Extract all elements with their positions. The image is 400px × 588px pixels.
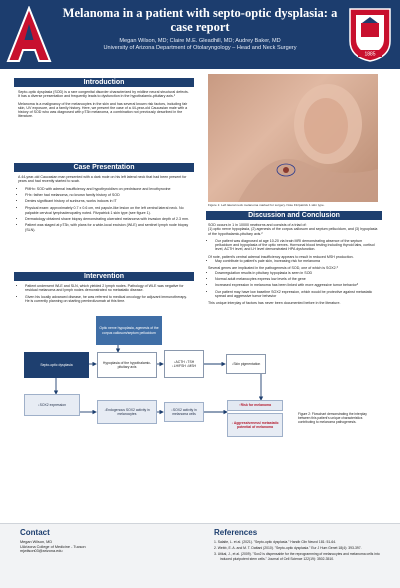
flow-septo-optic-dysplasia: Septo-optic dysplasia <box>24 352 89 378</box>
list-item: Denies significant history of sunburns, … <box>25 199 190 203</box>
author-list: Megan Wilson, MD; Claire M.E. Gleadhill,… <box>119 38 281 44</box>
reference-item: 2. Webb, E. A. and M. T. Dattani (2010).… <box>214 546 362 551</box>
discussion-paragraph-2: Of note, patient's central adrenal insuf… <box>208 254 354 259</box>
list-item: Given his locally advanced disease, he w… <box>25 295 190 304</box>
flow-optic-nerve-hypoplasia: Optic nerve hypoplasia, agenesis of the … <box>96 316 162 345</box>
list-item: May contribute to patient's pale skin, i… <box>215 259 380 263</box>
university-seal-icon: 1885 <box>349 8 391 62</box>
case-paragraph-1: A 44-year-old Caucasian man presented wi… <box>18 175 187 184</box>
reference-item: 3. Utikal, J., et al. (2009). "Sox2 is d… <box>214 552 380 561</box>
affiliation: University of Arizona Department of Otol… <box>103 45 297 52</box>
discussion-paragraph-3: Several genes are implicated in the path… <box>208 266 338 271</box>
seal-year: 1885 <box>364 52 375 58</box>
references-heading: References <box>214 528 258 537</box>
authors-block: Megan Wilson, MD; Claire M.E. Gleadhill,… <box>58 38 342 53</box>
case-history-list: PMHx: SOD with adrenal insufficiency and… <box>18 187 190 204</box>
flow-sox2-expression: ↓SOX2 expression <box>24 394 80 416</box>
contact-email[interactable]: mjwilson03@arizona.edu <box>20 549 63 554</box>
discussion-list-2: May contribute to patient's pale skin, i… <box>208 259 380 263</box>
discussion-list-1: Our patient was diagnosed at age 10-20 v… <box>208 239 380 252</box>
intervention-list: Patient underwent WLE and SLN, which yie… <box>18 284 190 303</box>
flow-aggressiveness: ↓ Aggressiveness/ metastatic potential o… <box>227 413 283 437</box>
discussion-paragraph-4: This unique interplay of factors has nev… <box>208 301 341 306</box>
university-logo-icon <box>6 6 52 62</box>
case-findings-list: Physical exam: approximately 0.7 x 0.6 c… <box>18 206 190 231</box>
figure-2-caption: Figure 2: Flowchart demonstrating the in… <box>298 411 367 425</box>
introduction-heading: Introduction <box>14 78 194 87</box>
reference-item: 1. Salaite, L. et al. (2021). "Septo-opt… <box>214 540 337 544</box>
discussion-text: SOD occurs in 1 in 10000 newborns and co… <box>208 223 380 308</box>
intervention-heading: Intervention <box>14 272 194 281</box>
list-item: Increased expression in melanoma has bee… <box>215 283 380 287</box>
intervention-text: Patient underwent WLE and SLN, which yie… <box>18 284 190 306</box>
list-item: PMHx: SOD with adrenal insufficiency and… <box>25 187 190 191</box>
contact-info: Megan Wilson, MD UArizona College of Med… <box>20 540 170 554</box>
flowchart: Septo-optic dysplasia Optic nerve hypopl… <box>20 312 382 447</box>
flow-endogenous-sox2: ↓Endogenous SOX2 activity in melanocytes <box>97 400 157 424</box>
intro-paragraph-1: Septo-optic dysplasia (SOD) is a rare co… <box>18 90 189 99</box>
contact-name: Megan Wilson, MD <box>20 540 53 544</box>
list-item: Normal adult melanocytes express low lev… <box>215 277 380 281</box>
poster-title: Melanoma in a patient with septo-optic d… <box>62 6 338 34</box>
list-item: Our patient was diagnosed at age 10-20 v… <box>215 239 380 252</box>
flow-risk-melanoma: ↑Risk for melanoma <box>227 400 283 411</box>
contact-org: UArizona College of Medicine - Tucson <box>20 544 86 549</box>
header-banner: Melanoma in a patient with septo-optic d… <box>0 0 400 69</box>
discussion-heading: Discussion and Conclusion <box>206 211 382 220</box>
list-item: FHx: father had melanoma, no known famil… <box>25 193 190 197</box>
discussion-triad: (1) optic nerve hypoplasia, (2) agenesis… <box>208 227 378 236</box>
discussion-paragraph-1: SOD occurs in 1 in 10000 newborns and co… <box>208 223 307 227</box>
flow-hormones: ↓ACTH ↓TSH ↓LH/FSH ↓MSH <box>164 350 204 378</box>
flow-sox2-melanoma-cells: ↓SOX2 activity in melanoma cells <box>164 402 204 422</box>
introduction-text: Septo-optic dysplasia (SOD) is a rare co… <box>18 90 190 122</box>
flow-hpa-hypoplasia: Hypoplasia of the hypothalamic-pituitary… <box>97 352 157 378</box>
intro-paragraph-2: Melanoma is a malignancy of the melanocy… <box>18 101 188 119</box>
list-item: Our patient may have low baseline SOX2 e… <box>215 290 380 299</box>
contact-heading: Contact <box>20 528 50 537</box>
case-presentation-text: A 44-year-old Caucasian man presented wi… <box>18 175 190 235</box>
references-list: 1. Salaite, L. et al. (2021). "Septo-opt… <box>214 540 384 563</box>
list-item: Downregulation results in pituitary hypo… <box>215 271 380 275</box>
flow-skin-pigmentation: ↓Skin pigmentation <box>226 354 266 374</box>
figure-1-caption: Figure 1: Left lateral neck melanoma mar… <box>208 203 325 207</box>
neck-photo-icon <box>238 84 378 202</box>
footer: Contact Megan Wilson, MD UArizona Colleg… <box>0 523 400 588</box>
flowchart-arrows <box>53 345 264 415</box>
discussion-list-3: Downregulation results in pituitary hypo… <box>208 271 380 298</box>
figure-1-photo <box>208 74 378 202</box>
case-presentation-heading: Case Presentation <box>14 163 194 172</box>
list-item: Dermatology obtained shave biopsy demons… <box>25 217 190 221</box>
list-item: Patient was staged at pT3b, with plans f… <box>25 223 190 232</box>
list-item: Patient underwent WLE and SLN, which yie… <box>25 284 190 293</box>
list-item: Physical exam: approximately 0.7 x 0.6 c… <box>25 206 190 215</box>
